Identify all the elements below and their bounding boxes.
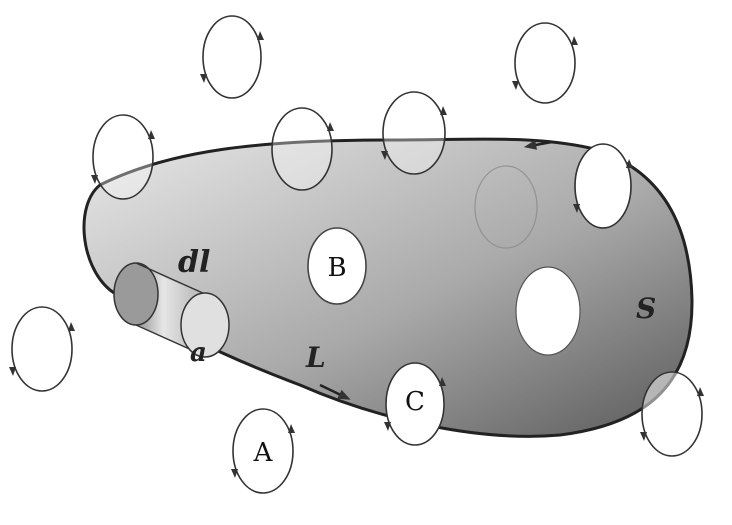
- loop-a: A: [231, 408, 295, 494]
- arrow-icon: [257, 31, 264, 40]
- loop-b-label: B: [327, 253, 346, 283]
- arrow-icon: [288, 424, 295, 433]
- loop-b: B: [307, 227, 367, 305]
- element-label: dl: [178, 245, 210, 280]
- loop-top-1: [200, 15, 264, 99]
- loop-edge-left: [91, 114, 155, 200]
- loop-edge-far-right: [573, 143, 633, 229]
- arrow-icon: [68, 322, 75, 331]
- loop-top-2: [512, 22, 578, 104]
- cylinder-icon: [113, 262, 230, 358]
- contour-label: L: [305, 341, 326, 374]
- arrow-icon: [200, 74, 207, 83]
- arrow-icon: [573, 204, 580, 213]
- arrow-icon: [571, 36, 578, 45]
- arrow-icon: [231, 469, 238, 478]
- loop-c: C: [384, 362, 446, 446]
- contour-arrow-bottom: [319, 383, 351, 400]
- arrow-icon: [327, 122, 334, 131]
- surface-label: S: [636, 292, 656, 325]
- contour-arrow-top: [523, 139, 553, 150]
- loop-a-label: A: [253, 438, 274, 468]
- arrow-icon: [512, 81, 519, 90]
- arrow-icon: [439, 377, 446, 386]
- arrow-icon: [91, 175, 98, 184]
- arrow-icon: [626, 159, 633, 168]
- arrow-icon: [381, 151, 388, 160]
- arrow-icon: [9, 367, 16, 376]
- loop-c-label: C: [405, 387, 425, 417]
- loop-edge-mid: [271, 107, 334, 191]
- radius-label: a: [190, 338, 207, 368]
- arrow-icon: [148, 130, 155, 139]
- arrow-icon: [440, 106, 447, 115]
- loop-left-bottom: [9, 306, 75, 392]
- loop-right-edge: [640, 371, 704, 457]
- arrow-icon: [384, 422, 391, 431]
- loop-edge-right: [381, 91, 447, 175]
- arrow-icon: [640, 432, 647, 441]
- arrow-icon: [697, 387, 704, 396]
- loop-under-surface: [474, 165, 538, 249]
- hole-right: [515, 266, 581, 356]
